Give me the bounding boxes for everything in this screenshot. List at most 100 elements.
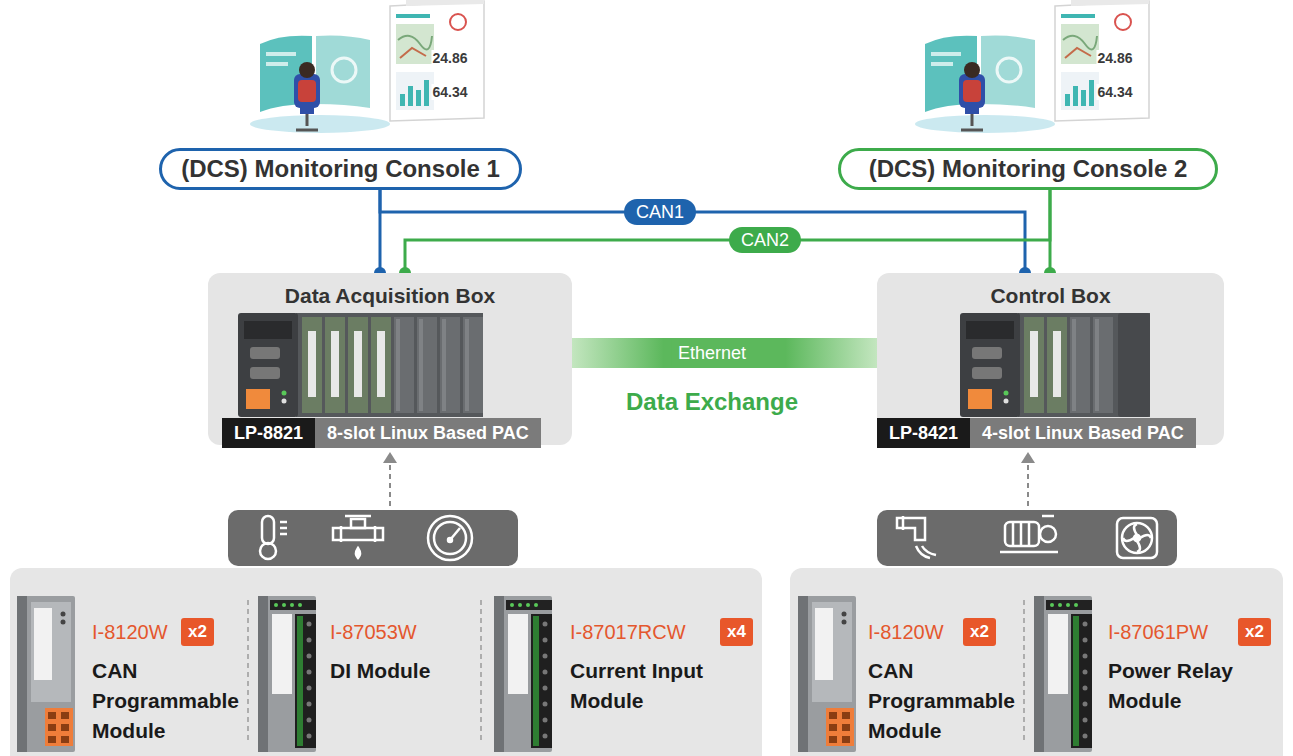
pump-icon <box>1000 516 1058 552</box>
pac-illustration <box>960 313 1150 417</box>
pac-box: Data Acquisition BoxLP-8821 8-slot Linux … <box>208 273 572 445</box>
valve-icon <box>340 526 343 542</box>
pac-illustration <box>238 313 483 417</box>
pac-illustration <box>348 317 368 413</box>
caption-text: Data Exchange <box>626 388 798 416</box>
pac-illustration <box>463 317 483 413</box>
pac-illustration <box>308 331 316 397</box>
node-text: LP-8421 <box>889 423 958 444</box>
thermometer-icon <box>280 527 287 530</box>
pump-icon <box>1040 526 1056 542</box>
quantity-badge: x2 <box>181 618 214 646</box>
monitoring-illustration <box>250 0 1149 133</box>
divider-line <box>480 600 482 742</box>
pac-illustration <box>331 331 339 397</box>
screen-value: 64.34 <box>1096 84 1133 100</box>
model-tag: LP-8821 <box>222 418 315 448</box>
pac-illustration <box>371 317 391 413</box>
node-text: LP-8821 <box>234 423 303 444</box>
pac-illustration <box>377 331 385 397</box>
console-box: (DCS) Monitoring Console 1 <box>159 148 522 190</box>
can-bus-line <box>380 190 1025 273</box>
node-text: x2 <box>970 622 989 642</box>
model-desc-tag: 8-slot Linux Based PAC <box>315 418 541 448</box>
module-model: I-87017RCW <box>570 620 686 644</box>
divider-line <box>247 600 249 742</box>
io-module-illustration <box>17 596 75 752</box>
screen-value: 64.34 <box>431 84 468 100</box>
outflow-pipe-icon <box>897 516 936 558</box>
valve-icon <box>374 526 377 542</box>
io-module-illustration <box>494 596 552 752</box>
node-text: x2 <box>1245 622 1264 642</box>
connector-label: CAN1 <box>624 199 696 225</box>
quantity-badge: x2 <box>963 618 996 646</box>
signal-arrow <box>389 462 391 506</box>
pac-illustration <box>960 313 1020 417</box>
sensor-bar <box>228 510 1177 566</box>
pac-illustration <box>396 319 400 411</box>
pac-illustration <box>1018 313 1150 417</box>
pac-illustration <box>465 319 469 411</box>
pac-illustration <box>417 317 437 413</box>
model-desc-tag: 4-slot Linux Based PAC <box>970 418 1196 448</box>
quantity-badge: x4 <box>720 618 753 646</box>
pac-box: Control BoxLP-8421 4-slot Linux Based PAC <box>877 273 1224 445</box>
node-text: 4-slot Linux Based PAC <box>982 423 1184 444</box>
pac-illustration <box>296 313 483 417</box>
pac-illustration <box>968 389 992 409</box>
pac-illustration <box>325 317 345 413</box>
module-model: I-8120W <box>868 620 944 644</box>
module-panel <box>790 568 1283 756</box>
valve-icon <box>333 516 383 558</box>
pac-illustration <box>972 367 1002 379</box>
gauge-icon <box>428 516 472 560</box>
module-model: I-87061PW <box>1108 620 1208 644</box>
io-module-illustration <box>1034 596 1092 752</box>
pac-illustration <box>1030 331 1038 397</box>
screen-value: 24.86 <box>1096 50 1133 66</box>
pac-illustration <box>1095 319 1099 411</box>
pac-illustration <box>1118 313 1150 417</box>
module-name: CAN Programmable Module <box>868 656 1020 746</box>
pac-illustration <box>1072 319 1076 411</box>
node-text: Control Box <box>877 284 1224 308</box>
pac-illustration <box>1070 317 1090 413</box>
fan-icon <box>1117 518 1157 558</box>
signal-arrow <box>1027 462 1029 506</box>
node-text: (DCS) Monitoring Console 1 <box>181 155 500 183</box>
node-text: 8-slot Linux Based PAC <box>327 423 529 444</box>
pac-illustration <box>282 391 287 396</box>
pac-illustration <box>282 399 287 404</box>
quantity-badge: x2 <box>1238 618 1271 646</box>
pac-illustration <box>1024 317 1044 413</box>
model-tag: LP-8421 <box>877 418 970 448</box>
monitoring-illustration <box>915 0 1149 133</box>
pump-icon <box>1042 515 1054 518</box>
sensor-bar <box>228 510 518 566</box>
pac-illustration <box>966 321 1014 339</box>
valve-icon <box>351 519 365 528</box>
screen-value: 24.86 <box>431 50 468 66</box>
fan-icon <box>1117 518 1157 558</box>
pac-illustration <box>972 347 1002 359</box>
connector-label: Ethernet <box>672 340 752 366</box>
module-panel <box>10 568 1283 756</box>
node-text: (DCS) Monitoring Console 2 <box>869 155 1188 183</box>
node-text: Data Acquisition Box <box>208 284 572 308</box>
valve-icon <box>356 548 360 558</box>
sensor-bar <box>877 510 1177 566</box>
thermometer-icon <box>260 516 287 559</box>
signal-arrow <box>1021 452 1035 463</box>
pac-illustration <box>442 319 446 411</box>
pac-illustration <box>1004 391 1009 396</box>
module-model: I-8120W <box>92 620 168 644</box>
module-name: Power Relay Module <box>1108 656 1278 716</box>
pac-illustration <box>302 317 322 413</box>
io-module-illustration <box>258 596 316 752</box>
can-bus-line <box>405 190 1050 273</box>
pac-illustration <box>354 331 362 397</box>
signal-arrow <box>383 452 397 463</box>
pac-illustration <box>394 317 414 413</box>
module-model: I-87053W <box>330 620 417 644</box>
